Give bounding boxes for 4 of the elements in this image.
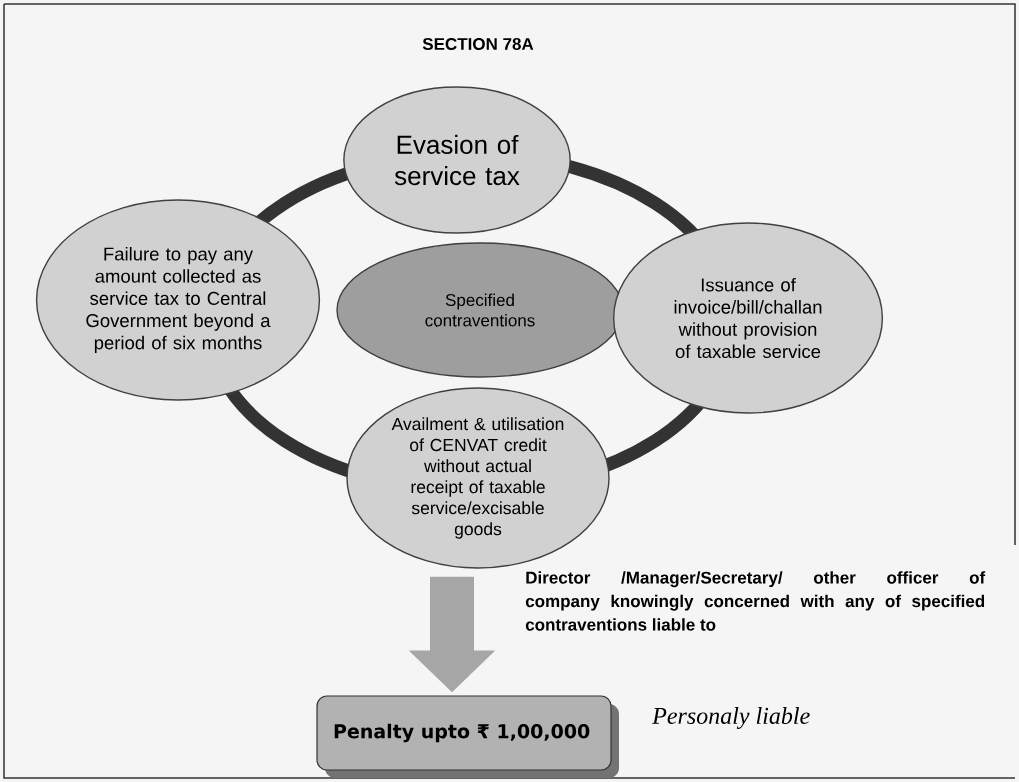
penalty-box: Penalty upto ₹ 1,00,000 [316, 695, 619, 778]
note-text: Director /Manager/Secretary/ other officer of company knowingly concerned with any of specified contraventions liable to [525, 571, 986, 631]
handwritten-note: Personaly liable [652, 707, 810, 729]
title: SECTION 78A [422, 38, 534, 51]
